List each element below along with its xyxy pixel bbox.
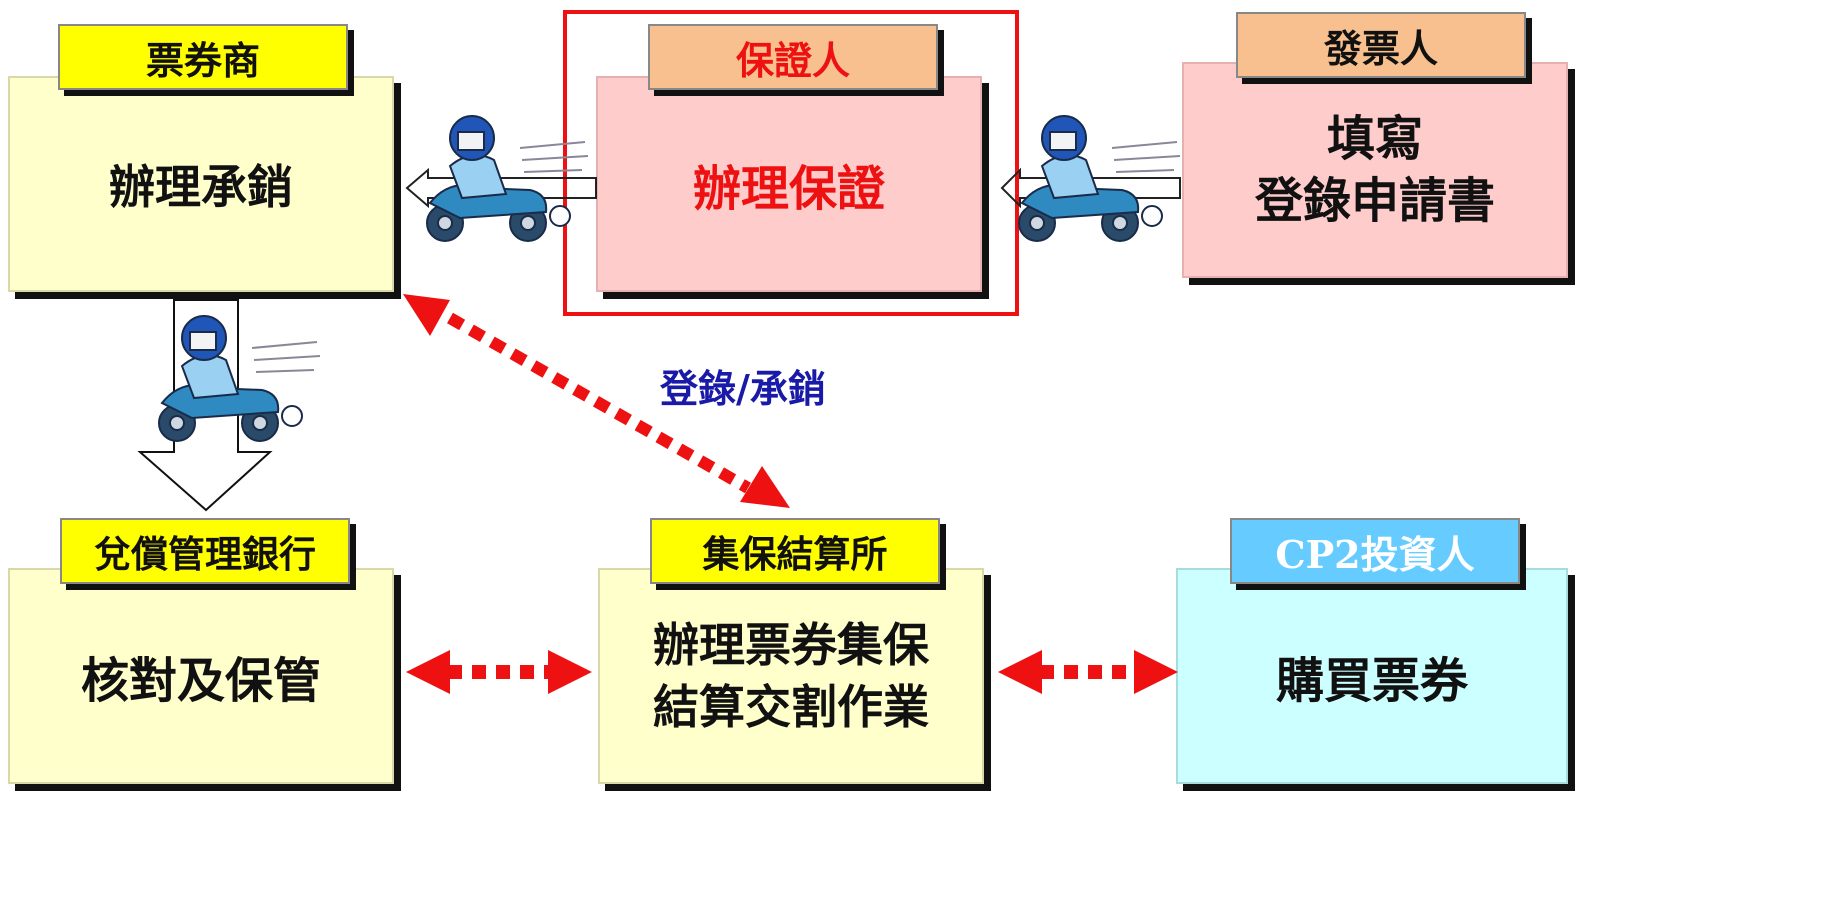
guarantor-tag: 保證人	[648, 24, 938, 90]
scooter-courier-icon	[426, 115, 589, 242]
investor-tag: CP2投資人	[1230, 518, 1520, 584]
left-arrow-outline-guarantor	[1000, 167, 1181, 209]
left-arrow-outline-dealer	[405, 167, 597, 209]
double-arrow-icon	[998, 650, 1178, 694]
issuer-box: 填寫 登錄申請書	[1182, 62, 1568, 278]
dealer-body: 辦理承銷	[109, 160, 293, 214]
bank-box: 核對及保管	[8, 568, 394, 784]
issuer-body-line2: 登錄申請書	[1254, 173, 1495, 229]
investor-box: 購買票券	[1176, 568, 1568, 784]
scooter-courier-icon	[158, 315, 321, 442]
clearing-body-line1: 辦理票券集保	[653, 617, 929, 672]
clearing-tag: 集保結算所	[650, 518, 940, 584]
dealer-tag: 票券商	[58, 24, 348, 90]
diagonal-double-arrow	[403, 294, 790, 508]
investor-body: 購買票券	[1275, 653, 1468, 709]
guarantor-body: 辦理保證	[692, 161, 885, 217]
highlight-frame	[563, 10, 1019, 316]
issuer-tag: 發票人	[1236, 12, 1526, 78]
issuer-body-line1: 填寫	[1326, 110, 1423, 167]
bank-tag: 兌償管理銀行	[60, 518, 350, 584]
link-label: 登錄/承銷	[660, 366, 826, 411]
clearing-body-line2: 結算交割作業	[653, 680, 929, 734]
bank-body: 核對及保管	[80, 653, 321, 709]
double-arrow-icon	[406, 650, 592, 694]
clearing-box: 辦理票券集保 結算交割作業	[598, 568, 984, 784]
guarantor-box: 辦理保證	[596, 76, 982, 292]
scooter-courier-icon	[1018, 115, 1181, 242]
